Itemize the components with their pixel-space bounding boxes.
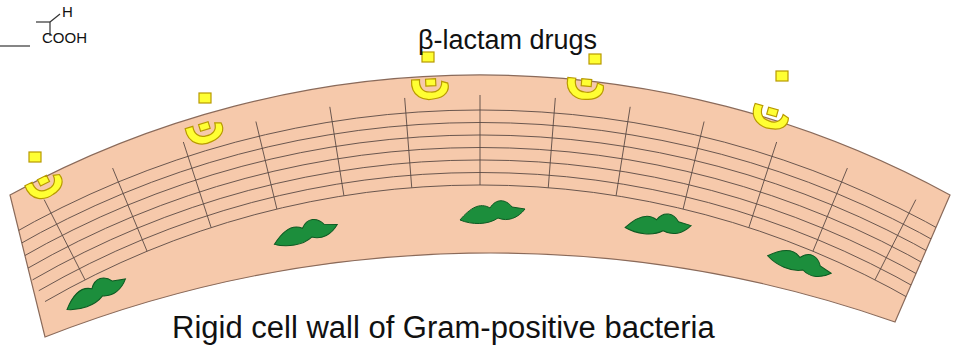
grid-tie [813,168,847,251]
cell-wall-band [10,75,950,337]
membrane-protein [766,238,835,286]
grid-strand [39,172,922,290]
binding-protein [25,170,67,204]
group-label: COOH [42,30,87,45]
grid-tie [548,98,555,188]
drug-label: β-lactam drugs [418,27,597,54]
grid-tie [480,95,481,185]
grid-tie [875,200,916,280]
penicillin-binding-proteins [25,77,790,204]
membrane-protein [272,216,340,248]
binding-protein [411,78,449,100]
grid-tie [183,142,211,228]
membrane-proteins [61,201,835,313]
drug-molecules [29,52,788,162]
membrane-protein [625,208,693,240]
drug-molecule [589,54,601,64]
membrane-protein [460,201,525,224]
grid-tie [749,142,777,228]
binding-protein [749,103,790,133]
peptidoglycan-grid [8,95,953,302]
binding-protein [566,77,604,101]
grid-tie [405,98,412,188]
grid-tie [256,122,277,210]
membrane-protein [61,271,130,313]
binding-protein [185,118,226,148]
caption-label: Rigid cell wall of Gram-positive bacteri… [172,312,715,343]
grid-tie [113,168,147,251]
drug-molecule [199,93,211,103]
atom-label: H [62,4,73,19]
grid-tie [683,122,704,210]
drug-molecule [29,152,41,162]
drug-molecule [776,71,788,81]
grid-tie [330,107,344,196]
grid-tie [616,107,630,196]
grid-tie [44,200,85,280]
grid-strand [45,185,915,302]
